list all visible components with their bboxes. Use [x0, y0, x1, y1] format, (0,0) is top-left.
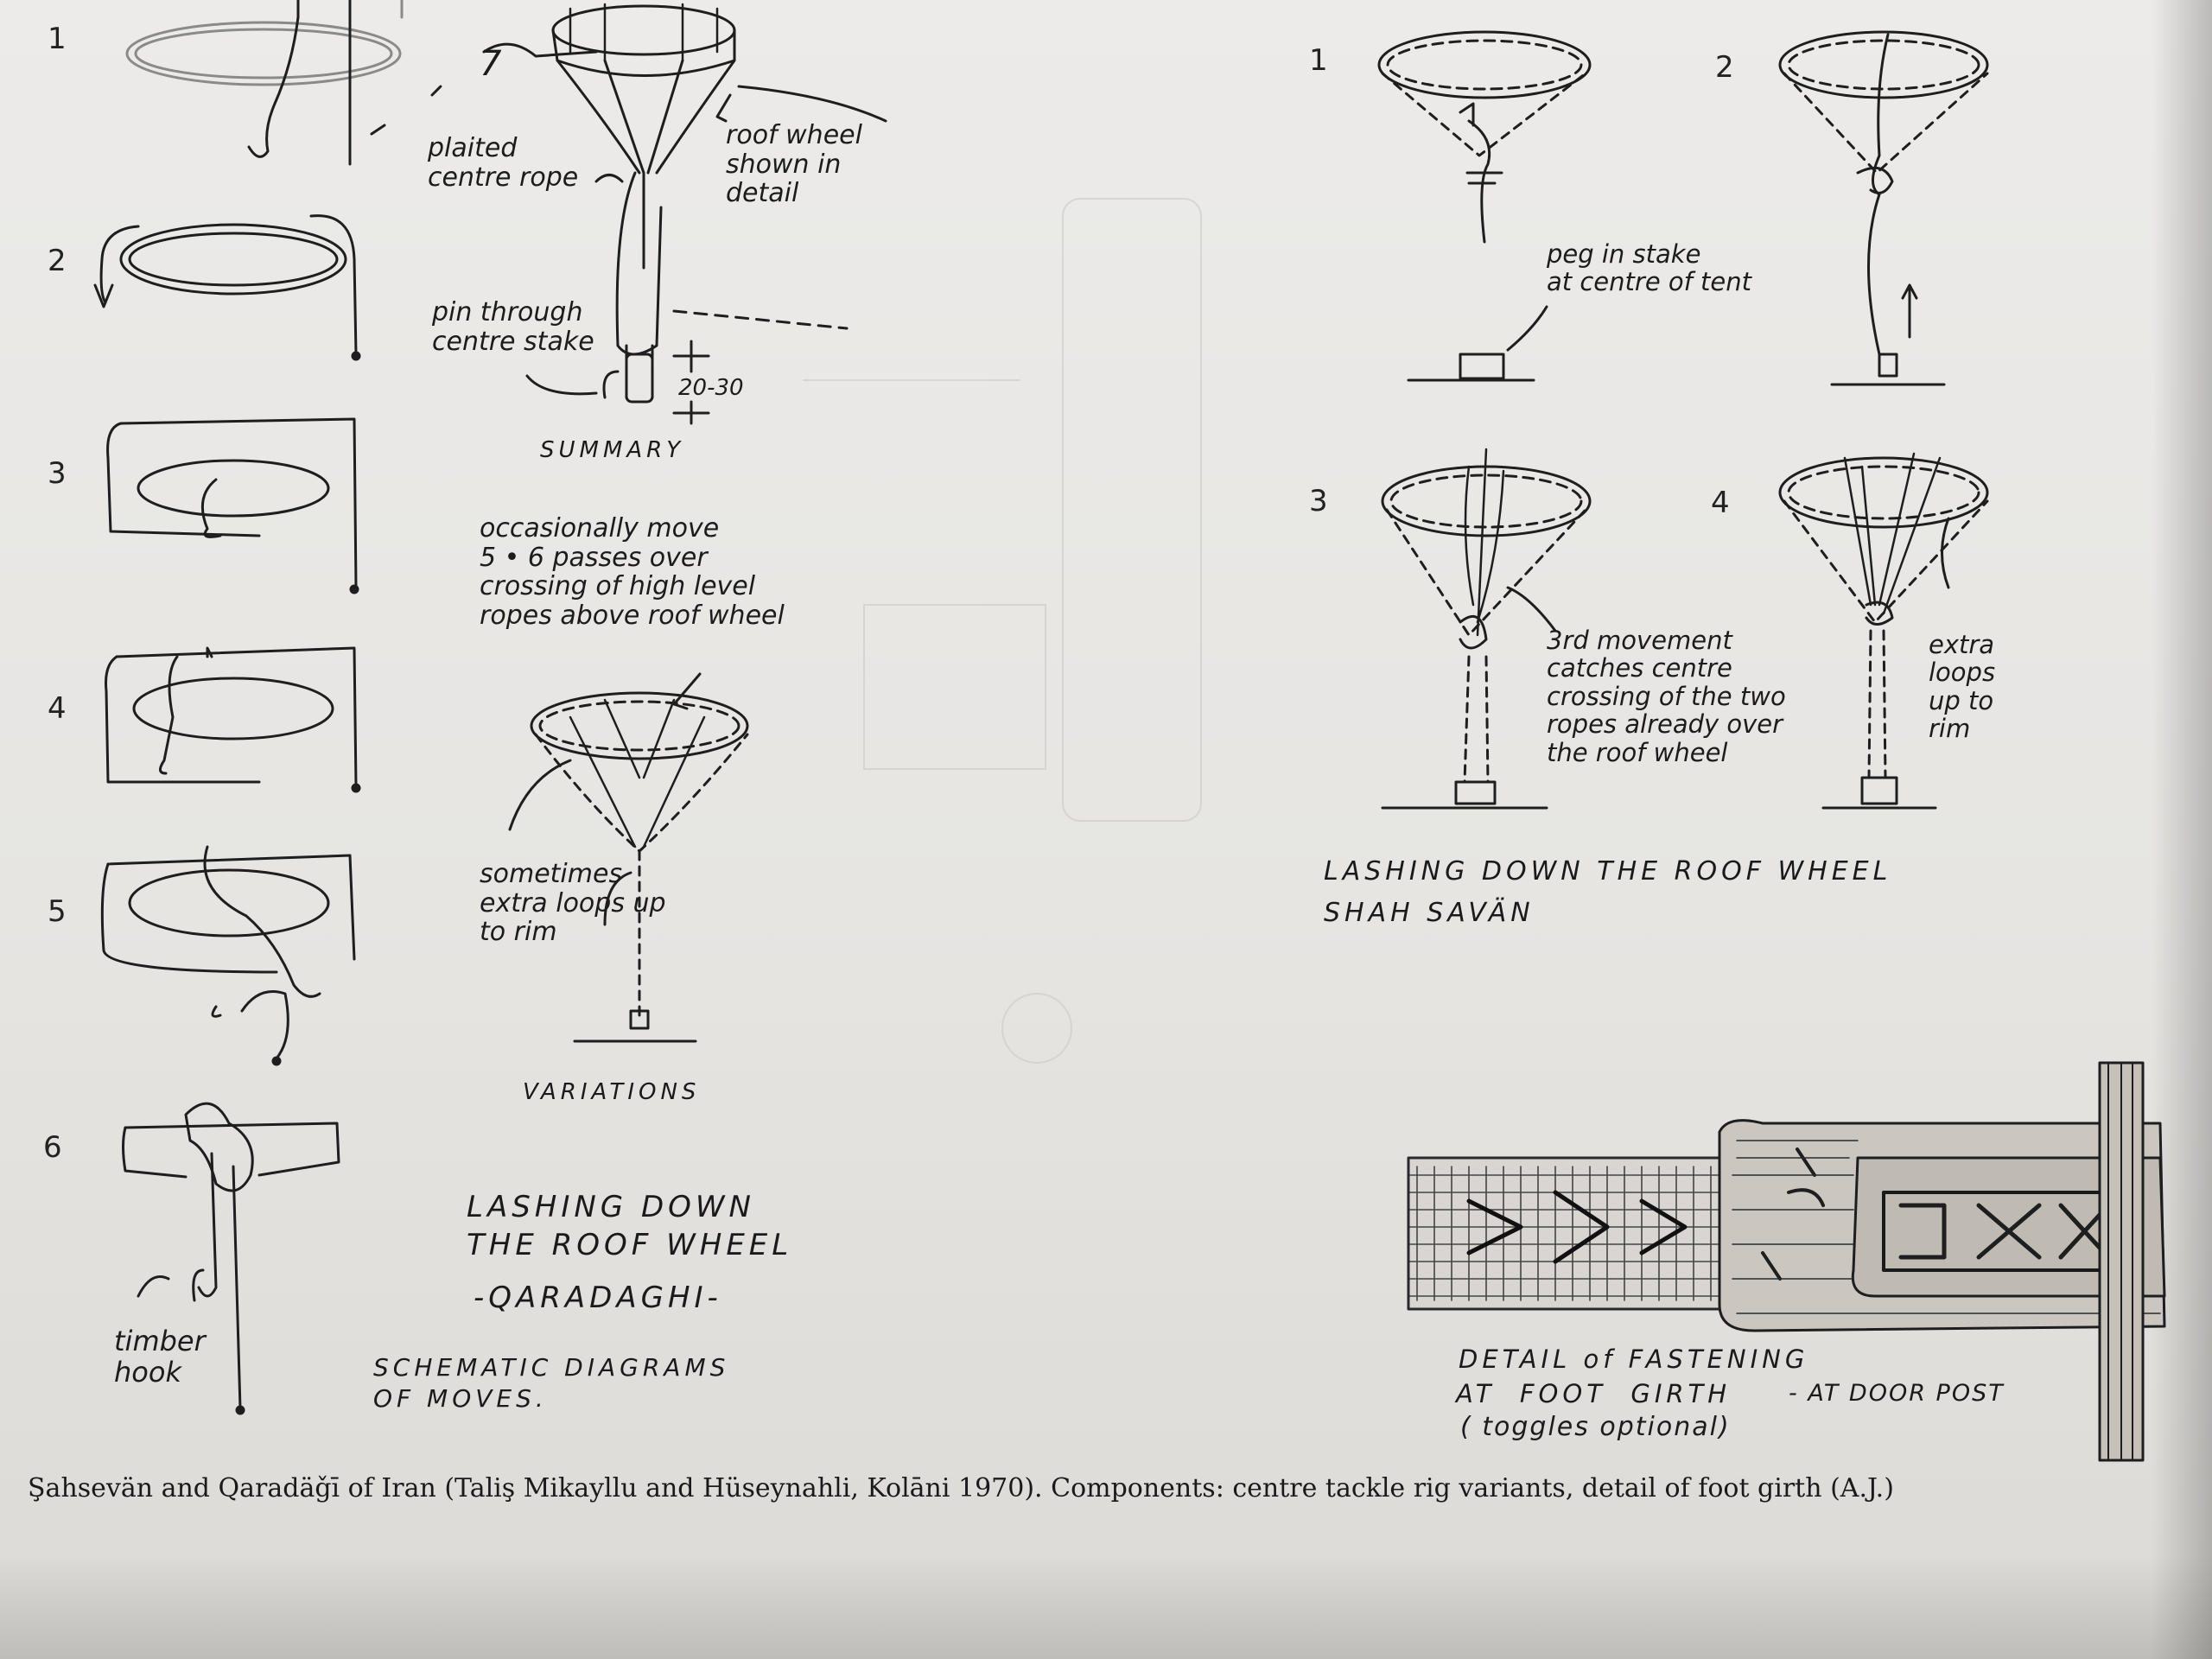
shahsavan-number-3: 3: [1309, 484, 1328, 518]
move-number-3: 3: [48, 456, 67, 491]
shahsavan-step-3: [1381, 448, 1592, 810]
roof-wheel-label: roof wheel shown in detail: [726, 120, 862, 209]
summary-diagram: [370, 3, 887, 425]
measure-label: 20-30: [678, 375, 744, 401]
qaradaghi-title: LASHING DOWN THE ROOF WHEEL: [467, 1190, 793, 1263]
move-1-diagram: [125, 0, 404, 166]
variations-title: VARIATIONS: [523, 1079, 701, 1105]
fastening-toggles: ( toggles optional): [1460, 1412, 1731, 1442]
move-6-diagram: [122, 1102, 340, 1415]
pin-label: pin through centre stake: [432, 297, 594, 357]
fastening-door-post: - AT DOOR POST: [1789, 1380, 2005, 1407]
move-4-diagram: [105, 646, 361, 793]
shahsavan-number-1: 1: [1309, 43, 1328, 78]
move-number-1: 1: [48, 22, 67, 56]
move-number-5: 5: [48, 894, 67, 929]
shahsavan-step-2: [1778, 30, 1989, 386]
move-number-4: 4: [48, 691, 67, 726]
extra-loops-note: sometimes extra loops up to rim: [480, 859, 666, 948]
schematic-label: SCHEMATIC DIAGRAMS OF MOVES.: [373, 1353, 730, 1414]
loops-pointer: [603, 871, 632, 926]
bleed-through-ghost: [803, 198, 1202, 1064]
page-shadow: [0, 1555, 2212, 1659]
fastening-detail: [1407, 1061, 2166, 1462]
extra-loops-label: extra loops up to rim: [1929, 630, 1996, 744]
figure-caption: Şahsevän and Qaradäǧī of Iran (Taliş Mik…: [28, 1473, 1894, 1503]
plaited-rope-label: plaited centre rope: [428, 133, 579, 193]
variations-note: occasionally move 5 • 6 passes over cros…: [480, 513, 785, 631]
move-2-diagram: [93, 214, 361, 361]
shahsavan-step-1: [1377, 30, 1592, 382]
summary-title: SUMMARY: [540, 437, 685, 463]
move-number-6: 6: [43, 1130, 62, 1165]
fastening-title: DETAIL of FASTENING: [1459, 1344, 1809, 1374]
move-3-diagram: [106, 417, 359, 594]
summary-number-mark: 7: [480, 44, 502, 84]
shahsavan-step-4: [1778, 452, 1989, 810]
qaradaghi-subtitle: -QARADAGHI-: [474, 1281, 722, 1315]
timber-hook-label: timber hook: [114, 1325, 206, 1389]
move-5-diagram: [100, 845, 356, 1066]
shahsavan-title: LASHING DOWN THE ROOF WHEEL SHAH SAVÄN: [1324, 856, 1892, 928]
fastening-foot-girth: AT FOOT GIRTH: [1456, 1379, 1732, 1408]
move-number-2: 2: [48, 244, 67, 278]
shahsavan-number-2: 2: [1715, 50, 1734, 85]
shahsavan-number-4: 4: [1711, 486, 1730, 520]
variations-diagram: [508, 672, 749, 1043]
peg-label: peg in stake at centre of tent: [1547, 239, 1752, 297]
movement-label: 3rd movement catches centre crossing of …: [1547, 626, 1786, 767]
binding-edge: [2152, 0, 2212, 1659]
